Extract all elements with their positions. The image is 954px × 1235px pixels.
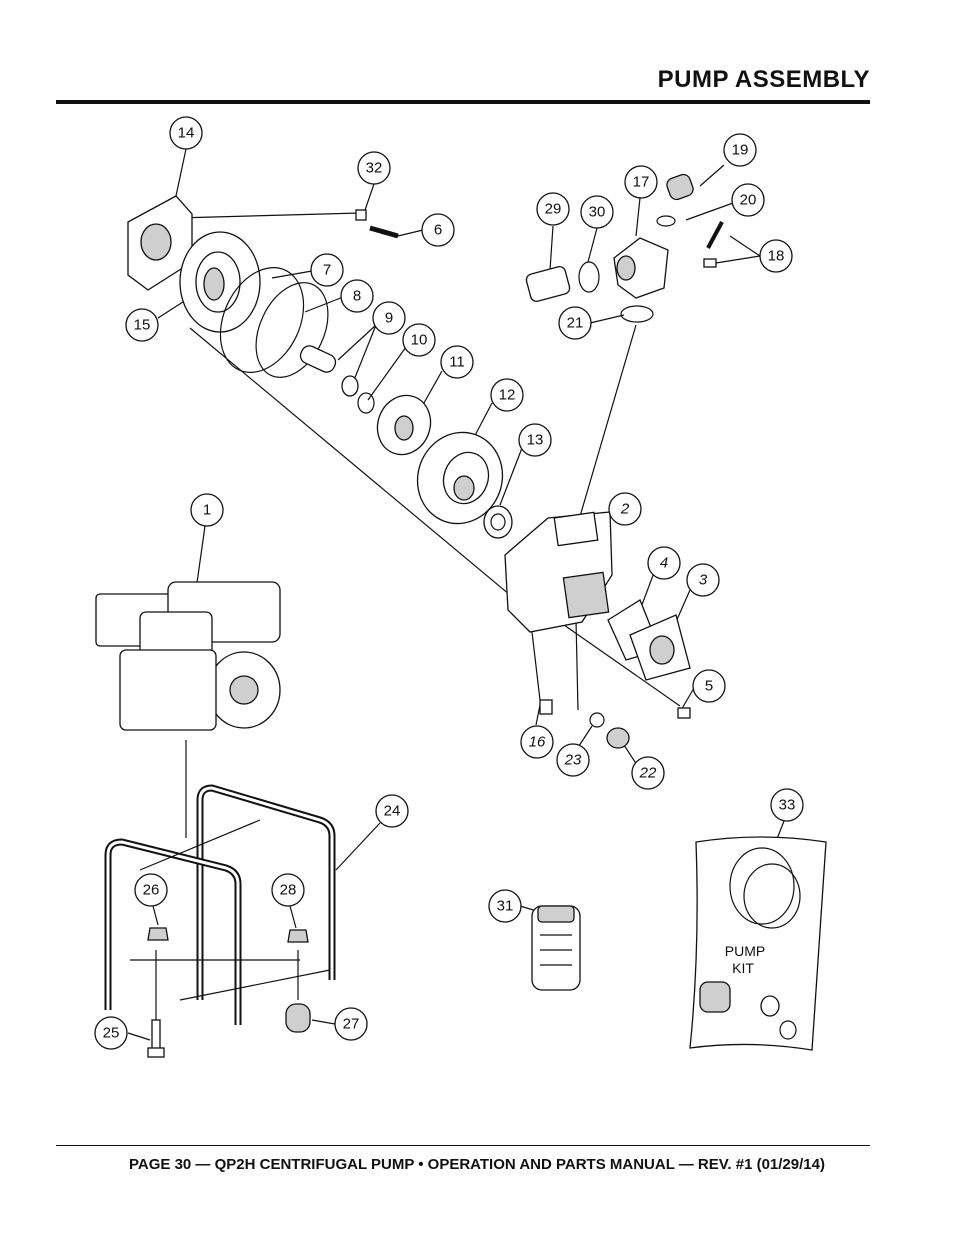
part-drawings: PUMP KIT [95,173,827,1058]
callout-15: 15 [125,308,159,342]
kit-label-line2: KIT [732,960,754,976]
callout-number: 8 [353,288,361,305]
callout-number: 3 [699,572,708,589]
callout-number: 4 [660,555,668,572]
footer-rule [56,1145,870,1146]
callout-32: 32 [357,151,391,185]
callout-31: 31 [488,889,522,923]
callout-number: 26 [143,882,160,899]
callout-3: 3 [686,563,720,597]
callout-24: 24 [375,794,409,828]
callout-9: 9 [372,301,406,335]
o-ring-23 [589,712,605,728]
callout-number: 19 [732,142,749,159]
pump-kit-bag: PUMP KIT [689,836,827,1051]
callout-number: 18 [768,248,785,265]
callout-28: 28 [271,873,305,907]
callout-number: 5 [705,678,713,695]
callout-19: 19 [723,133,757,167]
callout-23: 23 [556,743,590,777]
callout-number: 1 [203,502,211,519]
bolt-16 [539,699,553,715]
bolt-5 [677,707,691,719]
callout-6: 6 [421,213,455,247]
o-ring-30 [578,261,600,293]
callout-16: 16 [520,725,554,759]
o-ring-8 [255,282,329,378]
callout-18: 18 [759,239,793,273]
callout-number: 21 [567,315,584,332]
nut-26 [147,927,169,941]
o-ring-21 [620,305,654,323]
callout-number: 29 [545,201,562,218]
callout-number: 27 [343,1016,360,1033]
callout-number: 6 [434,222,442,239]
callout-4: 4 [647,546,681,580]
callout-25: 25 [94,1016,128,1050]
callout-number: 32 [366,160,383,177]
drain-plug [606,727,630,749]
callout-21: 21 [558,306,592,340]
callout-13: 13 [518,423,552,457]
page-footer: PAGE 30 — QP2H CENTRIFUGAL PUMP • OPERAT… [129,1156,825,1173]
callout-1: 1 [190,493,224,527]
callout-number: 13 [527,432,544,449]
callout-number: 12 [499,387,516,404]
callout-26: 26 [134,873,168,907]
callout-number: 20 [740,192,757,209]
callout-number: 31 [497,898,514,915]
callout-5: 5 [692,669,726,703]
callout-7: 7 [310,253,344,287]
callout-number: 30 [589,204,606,221]
callout-number: 14 [178,125,195,142]
nut-28 [287,929,309,943]
screw-32 [355,209,367,221]
callout-10: 10 [402,323,436,357]
callout-number: 28 [280,882,297,899]
callout-33: 33 [770,788,804,822]
fill-cap [666,173,694,201]
callout-27: 27 [334,1007,368,1041]
header-rule [56,100,870,104]
callout-17: 17 [624,165,658,199]
mechanical-seal [299,345,337,373]
bolt-25 [151,1019,161,1051]
page-title: PUMP ASSEMBLY [657,66,870,93]
suction-elbow [613,237,669,299]
o-ring-7 [219,267,305,373]
callout-number: 23 [564,752,582,769]
suction-nipple [525,265,571,303]
callout-number: 33 [779,797,796,814]
callout-12: 12 [490,378,524,412]
callout-number: 10 [411,332,428,349]
callout-number: 24 [384,803,401,820]
o-ring-20 [656,215,676,227]
callout-number: 25 [103,1025,120,1042]
callout-2: 2 [608,492,642,526]
kit-label-line1: PUMP [725,943,765,959]
callout-8: 8 [340,279,374,313]
callout-number: 2 [620,501,630,518]
callouts: 1 2 3 4 5 6 7 8 9 10 11 12 13 14 15 16 1… [94,116,804,1050]
callout-number: 22 [639,765,657,782]
callout-14: 14 [169,116,203,150]
callout-29: 29 [536,192,570,226]
callout-number: 9 [385,310,393,327]
washer [341,375,359,397]
callout-22: 22 [631,756,665,790]
callout-30: 30 [580,195,614,229]
wear-ring [483,505,513,539]
callout-number: 7 [323,262,331,279]
callout-20: 20 [731,183,765,217]
callout-number: 16 [529,734,546,751]
frame [104,784,336,1025]
rubber-mount [285,1003,311,1033]
callout-11: 11 [440,345,474,379]
callout-number: 15 [134,317,151,334]
callout-number: 17 [633,174,650,191]
callout-number: 11 [449,354,465,371]
strainer [531,905,581,991]
